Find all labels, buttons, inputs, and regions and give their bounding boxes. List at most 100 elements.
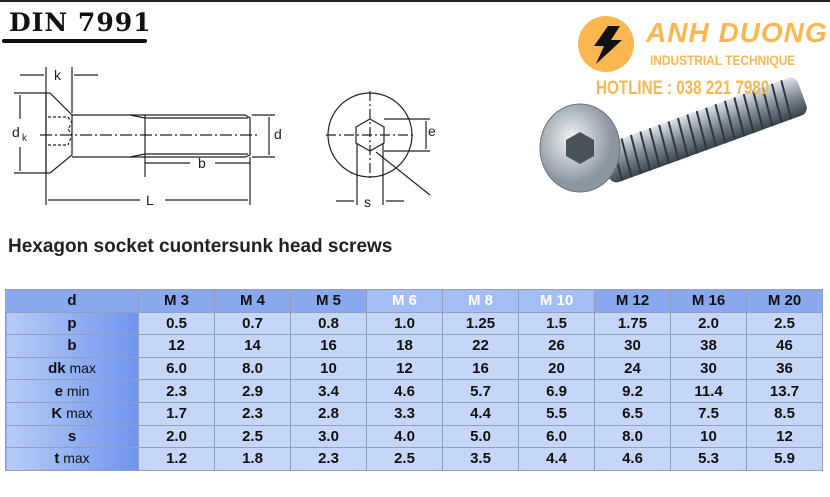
table-cell: 2.3 [214,401,291,426]
table-cell: 0.5 [138,311,215,336]
header-size: M 4 [214,289,291,313]
table-cell: 10 [670,424,747,449]
table-cell: 6.9 [518,379,595,403]
label-dk: d [12,124,20,140]
table-cell: 9.2 [594,379,671,403]
bolt-photo [539,77,807,193]
table-cell: 0.7 [214,311,291,336]
table-cell: 2.5 [214,424,291,449]
table-cell: 4.6 [594,447,671,471]
label-L: L [146,192,154,208]
table-cell: 5.3 [670,447,747,471]
row-symbol: t [54,450,60,468]
table-cell: 12 [138,334,215,358]
row-label: t max [5,447,139,471]
row-symbol: s [67,427,77,445]
brand-logo: ANH DUONG INDUSTRIAL TECHNIQUE HOTLINE :… [576,12,830,102]
row-symbol: p [67,314,77,332]
label-b: b [198,155,206,171]
table-cell: 2.0 [138,424,215,449]
table-cell: 5.9 [746,447,823,471]
row-symbol: e [54,382,63,400]
table-cell: 8.0 [594,424,671,449]
table-cell: 3.4 [290,379,367,403]
row-label: K max [5,401,139,426]
standard-title: DIN 7991 [9,8,152,37]
label-dk-sub: k [22,133,28,144]
table-cell: 1.8 [214,447,291,471]
table-cell: 30 [594,334,671,358]
header-size: M 20 [746,289,823,313]
row-qualifier: max [62,405,93,422]
header-size: M 8 [442,289,519,313]
row-label: p [5,311,139,336]
table-cell: 4.0 [366,424,443,449]
row-symbol: K [51,405,63,423]
label-k: k [54,67,62,83]
table-cell: 2.5 [366,447,443,471]
table-cell: 1.2 [138,447,215,471]
table-cell: 1.7 [138,401,215,426]
table-cell: 2.0 [670,311,747,336]
header-size: M 5 [290,289,367,313]
table-cell: 14 [214,334,291,358]
table-cell: 16 [442,356,519,381]
table-cell: 4.4 [518,447,595,471]
table-cell: 5.5 [518,401,595,426]
table-cell: 7.5 [670,401,747,426]
table-cell: 38 [670,334,747,358]
table-cell: 2.3 [138,379,215,403]
table-cell: 13.7 [746,379,823,403]
row-label: s [5,424,139,449]
table-cell: 30 [670,356,747,381]
table-cell: 36 [746,356,823,381]
brand-name: ANH DUONG [646,17,828,48]
table-cell: 20 [518,356,595,381]
table-cell: 4.6 [366,379,443,403]
table-cell: 1.5 [518,311,595,336]
table-cell: 4.4 [442,401,519,426]
header-size: M 6 [366,289,443,313]
table-cell: 11.4 [670,379,747,403]
table-cell: 5.0 [442,424,519,449]
table-cell: 24 [594,356,671,381]
table-cell: 3.3 [366,401,443,426]
row-qualifier: max [65,360,96,377]
table-cell: 10 [290,356,367,381]
row-qualifier: max [59,450,90,467]
label-e: e [428,123,436,139]
table-cell: 18 [366,334,443,358]
table-cell: 2.9 [214,379,291,403]
label-s: s [364,194,371,210]
table-cell: 6.0 [138,356,215,381]
product-subtitle: Hexagon socket cuontersunk head screws [8,236,393,257]
header-size: M 10 [518,289,595,313]
row-label: dk max [5,356,139,381]
brand-tagline: INDUSTRIAL TECHNIQUE [650,52,796,68]
row-label: e min [5,379,139,403]
table-cell: 1.75 [594,311,671,336]
table-cell: 16 [290,334,367,358]
top-border [0,0,830,2]
table-cell: 1.25 [442,311,519,336]
row-qualifier: min [62,382,90,399]
table-cell: 2.8 [290,401,367,426]
hotline: HOTLINE : 038 221 7980 [596,78,770,99]
lightning-bolt-icon [578,16,634,72]
top-view [326,91,431,205]
header-label: d [5,289,139,313]
table-cell: 12 [746,424,823,449]
table-cell: 26 [518,334,595,358]
table-cell: 12 [366,356,443,381]
row-symbol: b [67,337,77,355]
table-cell: 3.0 [290,424,367,449]
table-cell: 8.0 [214,356,291,381]
table-cell: 2.3 [290,447,367,471]
table-cell: 0.8 [290,311,367,336]
title-underline [2,39,147,43]
